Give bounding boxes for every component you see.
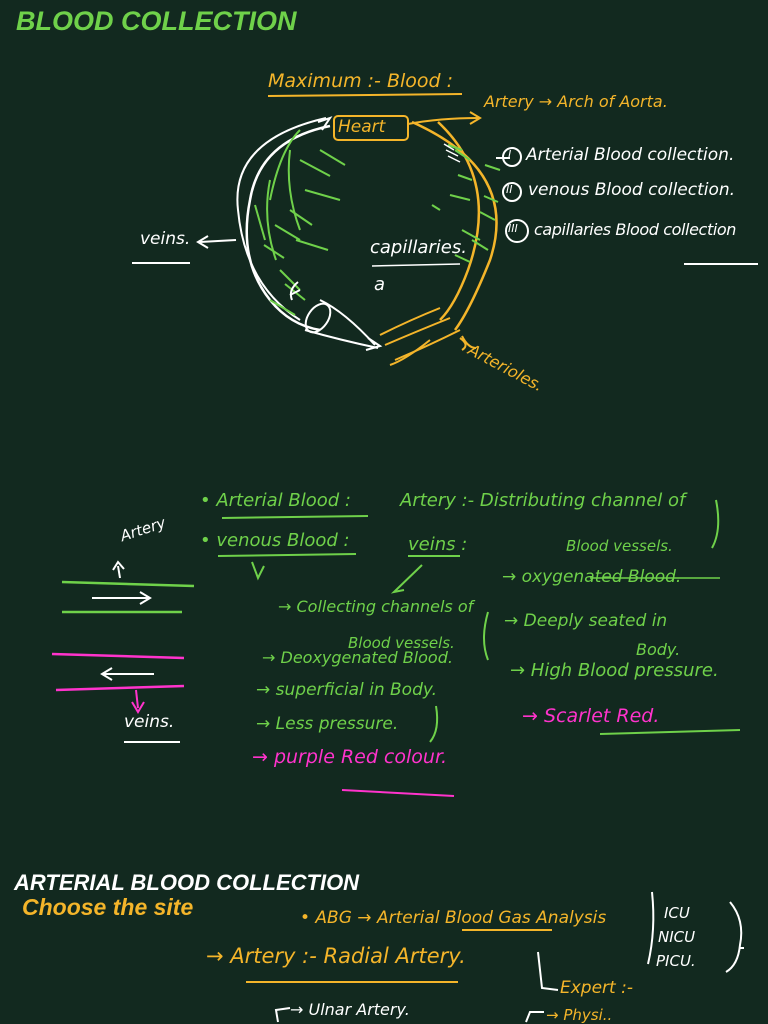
veins-label: veins. [140,229,191,249]
artery-site-line: → Artery :- Radial Artery. [206,944,466,968]
unit-icu: ICU [664,904,690,922]
method-number-2: II [506,183,513,196]
unit-picu: PICU. [656,952,696,970]
heart-label: Heart [338,117,386,137]
vein-point-color: → purple Red colour. [252,746,448,768]
method-number-1: I [508,148,512,161]
abg-line: • ABG → Arterial Blood Gas Analysis [300,908,607,928]
method-capillaries: capillaries Blood collection [534,220,736,239]
unit-nicu: NICU [658,928,696,946]
section-title-arterial: ARTERIAL BLOOD COLLECTION [14,870,360,895]
venous-blood-heading: • venous Blood : [200,530,350,551]
page-title: BLOOD COLLECTION [16,6,297,36]
method-venous: venous Blood collection. [528,180,736,200]
physician-line: → Physi.. [546,1006,613,1024]
artery-arch-label: Artery → Arch of Aorta. [484,92,668,111]
left-veins-label: veins. [124,712,175,732]
maximum-blood-label: Maximum :- Blood : [268,70,454,92]
artery-point-deeply: → Deeply seated in [504,611,668,631]
method-number-3: III [508,222,518,235]
vein-point-superficial: → superficial in Body. [256,680,438,700]
vein-point-pressure: → Less pressure. [256,714,399,734]
capillaries-label: capillaries. [370,237,467,258]
expert-label: Expert :- [560,978,633,998]
vein-point-collecting: → Collecting channels of [278,597,474,616]
artery-point-body: Body. [636,640,681,659]
veins-definition-label: veins : [408,534,468,555]
artery-definition: Artery :- Distributing channel of [400,490,686,511]
artery-point-oxygenated: → oxygenated Blood. [502,567,682,587]
ulnar-artery-line: → Ulnar Artery. [290,1000,410,1019]
vein-point-deoxygenated: → Deoxygenated Blood. [262,648,453,667]
method-arterial: Arterial Blood collection. [526,145,735,165]
vein-point-vessels: Blood vessels. [348,634,455,652]
arterial-blood-heading: • Arterial Blood : [200,490,351,511]
artery-point-pressure: → High Blood pressure. [510,660,719,681]
artery-definition-line2: Blood vessels. [566,537,673,555]
artery-point-color: → Scarlet Red. [522,705,660,727]
capillaries-marker: a [374,274,386,295]
section-subtitle: Choose the site [22,894,194,920]
